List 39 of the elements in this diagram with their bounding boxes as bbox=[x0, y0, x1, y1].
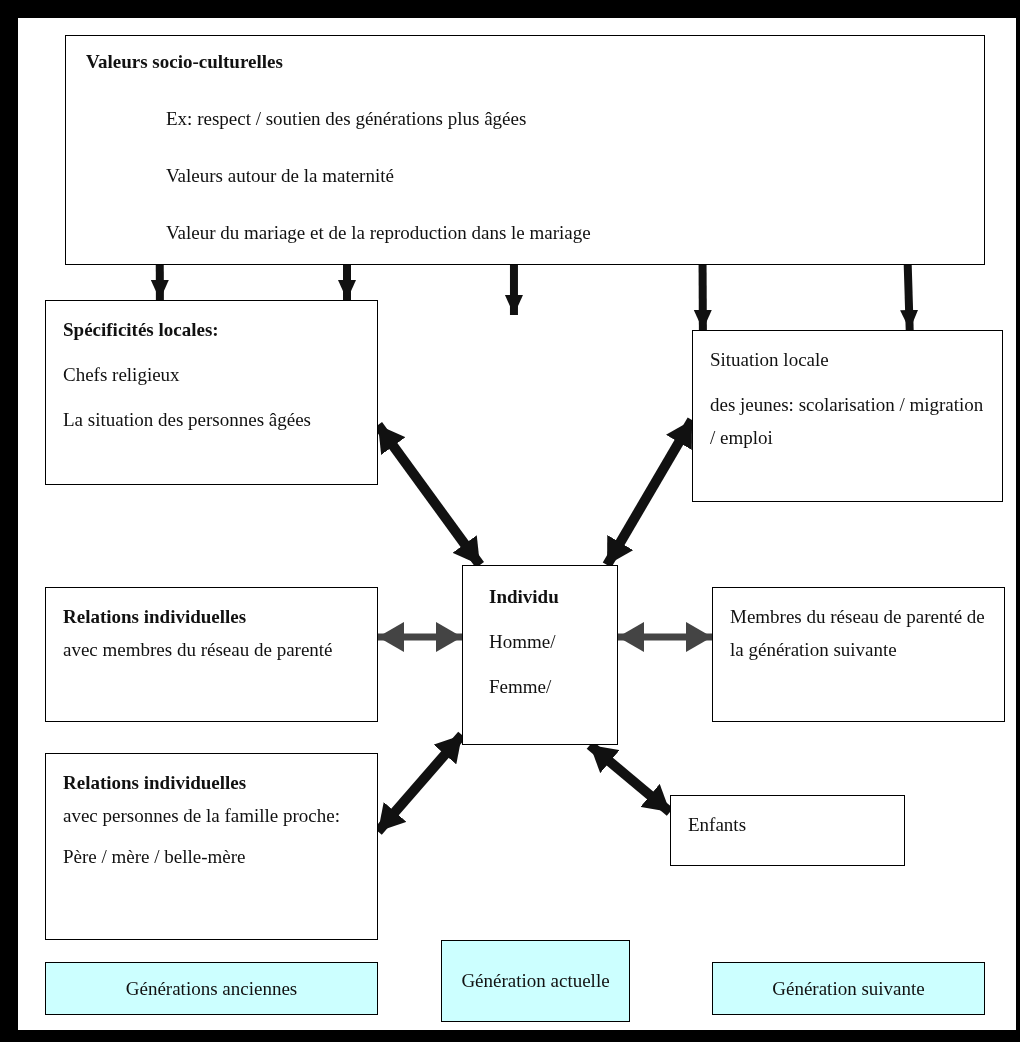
text-box bbox=[45, 587, 378, 722]
text-box bbox=[45, 753, 378, 940]
double-arrow bbox=[378, 621, 462, 652]
box-text: avec membres du réseau de parenté bbox=[63, 638, 334, 662]
box-text: Homme/ bbox=[489, 630, 557, 654]
double-arrow bbox=[618, 621, 712, 652]
box-text: Valeurs autour de la maternité bbox=[166, 164, 394, 188]
box-heading: Individu bbox=[489, 585, 560, 609]
box-text: des jeunes: scolarisation / migration / emploi bbox=[710, 393, 985, 450]
box-heading: Valeurs socio-culturelles bbox=[86, 50, 283, 74]
arrow bbox=[693, 265, 712, 331]
box-text: Situation locale bbox=[710, 348, 830, 372]
text-box bbox=[462, 565, 618, 745]
box-text: avec personnes de la famille proche: bbox=[63, 804, 341, 828]
box-heading: Relations individuelles bbox=[63, 605, 248, 629]
arrow bbox=[338, 265, 356, 300]
box-text: Membres du réseau de parenté de la génération suivante bbox=[730, 605, 986, 662]
box-text: Générations anciennes bbox=[125, 976, 298, 1001]
text-box bbox=[65, 35, 985, 265]
box-text: La situation des personnes âgées bbox=[63, 408, 312, 432]
legend-box bbox=[441, 940, 630, 1022]
box-text: Enfants bbox=[688, 813, 748, 837]
box-heading: Relations individuelles bbox=[63, 771, 248, 795]
legend-box bbox=[712, 962, 985, 1015]
text-box bbox=[670, 795, 905, 866]
legend-box bbox=[45, 962, 378, 1015]
box-text: Femme/ bbox=[489, 675, 553, 699]
box-text: Ex: respect / soutien des générations plus âgées bbox=[166, 107, 527, 131]
box-text: Valeur du mariage et de la reproduction dans le mariage bbox=[166, 221, 591, 245]
box-text: Génération actuelle bbox=[461, 969, 610, 993]
box-text: Génération suivante bbox=[772, 976, 925, 1001]
arrow bbox=[150, 265, 169, 301]
arrow bbox=[900, 264, 919, 331]
box-heading: Spécificités locales: bbox=[63, 318, 220, 342]
text-box bbox=[712, 587, 1005, 722]
text-box bbox=[692, 330, 1003, 502]
text-box bbox=[45, 300, 378, 485]
box-text: Chefs religieux bbox=[63, 363, 181, 387]
box-text: Père / mère / belle-mère bbox=[63, 845, 247, 869]
